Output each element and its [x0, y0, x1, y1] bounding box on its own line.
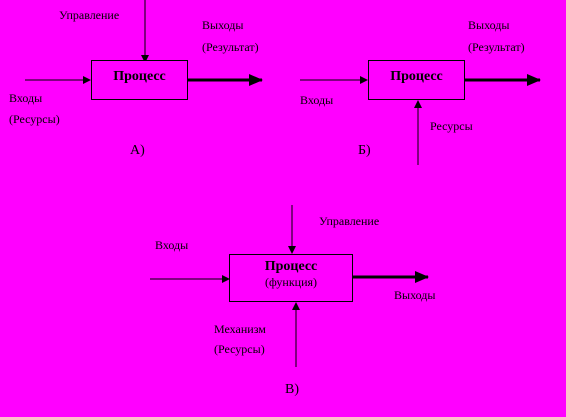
c-mechanism-resources-label: (Ресурсы) [214, 342, 265, 356]
c-process-box: Процесс (функция) [229, 254, 353, 302]
c-inputs-label: Входы [155, 238, 189, 252]
c-process-sub-label: (функция) [264, 275, 318, 289]
a-process-box: Процесс [91, 60, 188, 100]
b-outputs-label: Выходы [468, 18, 510, 32]
a-outputs-label: Выходы [202, 18, 244, 32]
c-mechanism-label: Механизм [214, 322, 266, 336]
b-process-label: Процесс [390, 69, 443, 84]
a-process-label: Процесс [113, 69, 166, 84]
b-process-box: Процесс [368, 60, 465, 100]
b-inputs-label: Входы [300, 93, 334, 107]
a-control-label: Управление [59, 8, 120, 22]
b-outputs-result-label: (Результат) [468, 40, 525, 54]
b-caption: Б) [358, 143, 371, 158]
c-control-label: Управление [319, 214, 380, 228]
c-outputs-label: Выходы [394, 288, 436, 302]
c-process-label: Процесс [264, 259, 318, 274]
a-caption: А) [130, 143, 145, 158]
a-outputs-result-label: (Результат) [202, 40, 259, 54]
a-inputs-label: Входы [9, 91, 43, 105]
b-resources-label: Ресурсы [430, 119, 473, 133]
a-inputs-resources-label: (Ресурсы) [9, 112, 60, 126]
c-caption: В) [285, 382, 299, 397]
